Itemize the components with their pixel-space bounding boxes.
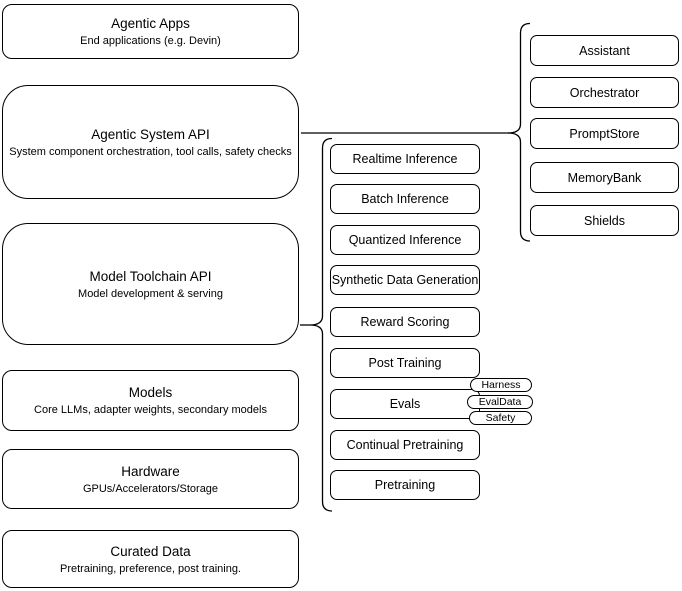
toolchain-brace bbox=[309, 137, 333, 512]
system-brace bbox=[507, 22, 531, 242]
